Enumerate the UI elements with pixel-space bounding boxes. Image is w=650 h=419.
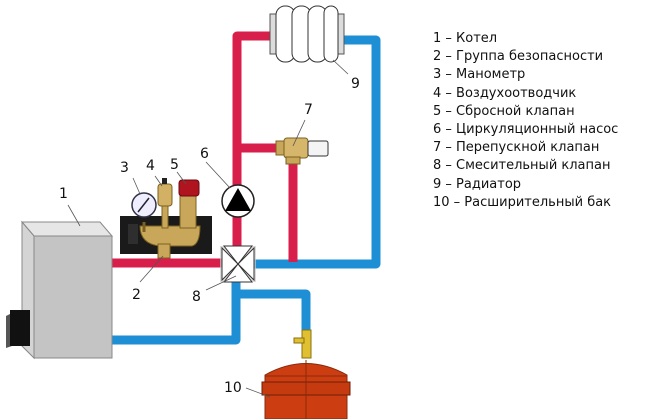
callout-leaders xyxy=(67,59,349,398)
radiator xyxy=(269,5,345,63)
legend-item: 3 – Манометр xyxy=(433,67,526,83)
callout-safety-group: 2 xyxy=(132,287,141,303)
manometer xyxy=(131,192,157,218)
callout-radiator: 9 xyxy=(351,76,360,92)
cold-pipes xyxy=(112,35,381,345)
callout-air-vent: 4 xyxy=(146,158,155,174)
circulation-pump xyxy=(221,184,255,218)
callout-boiler: 1 xyxy=(59,186,68,202)
cold-pipe-tank xyxy=(240,289,311,330)
cold-pipe-boiler-return xyxy=(112,280,241,345)
legend-item: 2 – Группа безопасности xyxy=(433,49,604,65)
callout-manometer: 3 xyxy=(120,160,129,176)
legend-item: 1 – Котел xyxy=(433,31,498,46)
mixing-valve xyxy=(220,245,256,283)
callout-mixing-valve: 8 xyxy=(192,289,201,305)
boiler xyxy=(6,220,114,360)
legend-item: 8 – Смесительный клапан xyxy=(433,158,611,174)
callout-pump: 6 xyxy=(200,146,209,162)
callout-relief-valve: 5 xyxy=(170,157,179,173)
legend: 1 – Котел 2 – Группа безопасности 3 – Ма… xyxy=(433,30,618,212)
legend-item: 9 – Радиатор xyxy=(433,176,522,192)
callout-bypass-valve: 7 xyxy=(304,102,313,118)
cold-return-pipe-radiator xyxy=(250,35,381,269)
callout-expansion-tank: 10 xyxy=(224,380,242,396)
bypass-valve xyxy=(275,137,329,165)
legend-item: 5 – Сбросной клапан xyxy=(433,103,575,119)
hot-pipes xyxy=(112,31,298,268)
legend-item: 10 – Расширительный бак xyxy=(433,194,612,210)
legend-item: 7 – Перепускной клапан xyxy=(433,140,600,156)
expansion-tank xyxy=(261,329,351,419)
legend-item: 4 – Воздухоотводчик xyxy=(433,85,577,101)
safety-group xyxy=(120,178,212,259)
hot-supply-pipe xyxy=(232,31,272,248)
legend-item: 6 – Циркуляционный насос xyxy=(433,122,619,138)
